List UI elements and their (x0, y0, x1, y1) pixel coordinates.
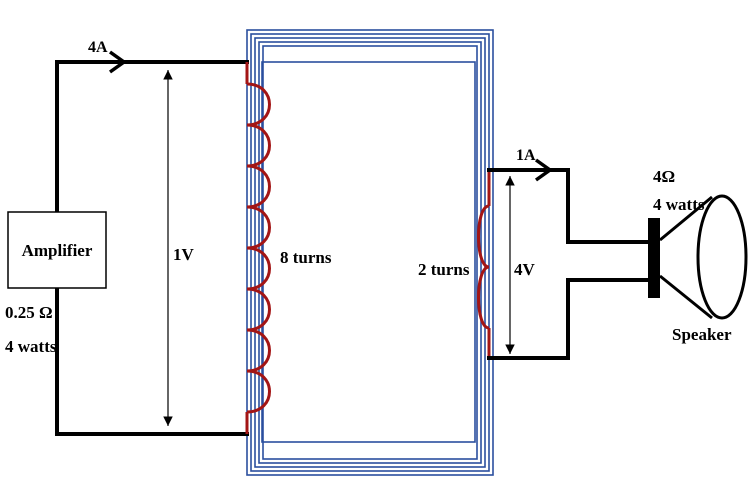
core-lamination (246, 29, 494, 476)
secondary-coil (477, 170, 491, 358)
amplifier-label: Amplifier (22, 241, 93, 260)
secondary-current-label: 1A (516, 147, 536, 164)
secondary-circuit (487, 168, 650, 360)
amplifier-power-label: 4 watts (5, 337, 57, 356)
primary-bottom-wire (55, 286, 249, 436)
primary-current-label: 4A (88, 39, 108, 56)
primary-top-wire (55, 60, 249, 214)
primary-turns-label: 8 turns (280, 248, 332, 267)
secondary-bottom-wire (487, 278, 650, 360)
primary-coil (245, 62, 271, 434)
primary-voltage-label: 1V (173, 245, 195, 264)
speaker-power-label: 4 watts (653, 195, 705, 214)
core-lamination (254, 37, 486, 468)
speaker-resistance-label: 4Ω (653, 167, 675, 186)
secondary-current-arrow (534, 158, 554, 182)
core-lamination (250, 33, 490, 472)
amplifier-box (7, 211, 107, 289)
secondary-top-wire (487, 168, 650, 244)
speaker-label: Speaker (672, 325, 732, 344)
primary-circuit (55, 60, 249, 436)
secondary-turns-label: 2 turns (418, 260, 470, 279)
speaker-icon (648, 194, 748, 320)
amplifier-resistance-label: 0.25 Ω (5, 303, 53, 322)
secondary-voltage-label: 4V (514, 260, 536, 279)
primary-current-arrow (108, 50, 128, 74)
